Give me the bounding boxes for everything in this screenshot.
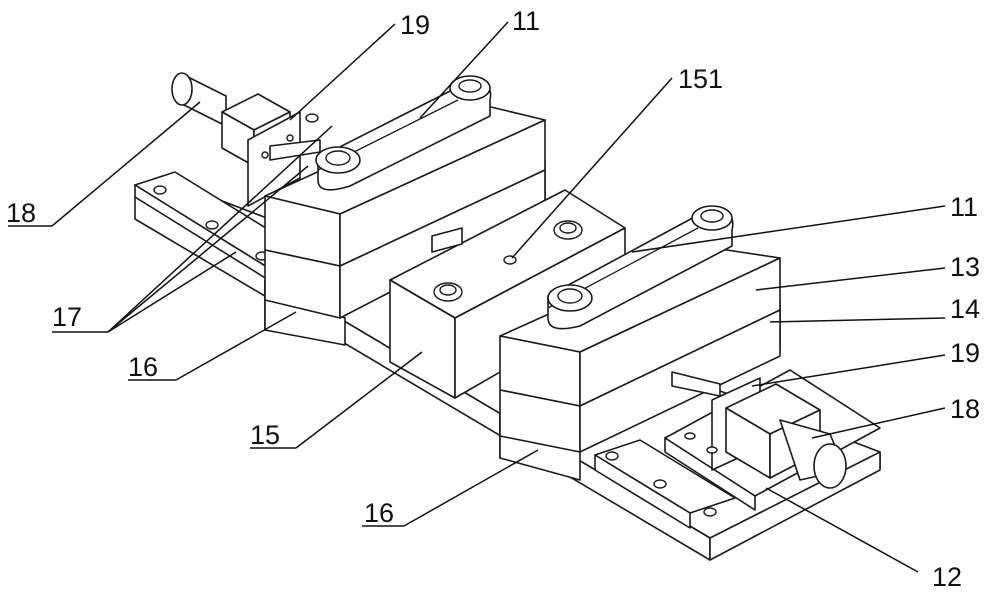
label-18-right: 18	[950, 394, 980, 424]
label-13: 13	[950, 252, 980, 282]
label-19-top: 19	[400, 10, 430, 40]
label-151: 151	[678, 64, 723, 94]
label-11-right: 11	[950, 192, 978, 222]
bolt-hole	[206, 221, 218, 229]
bracket-hole	[262, 152, 268, 158]
bracket-hole	[287, 135, 293, 141]
label-12: 12	[932, 562, 962, 592]
label-14: 14	[950, 294, 980, 324]
bolt-hole	[306, 114, 318, 122]
label-16-bottom: 16	[364, 498, 394, 528]
label-19-right: 19	[950, 338, 980, 368]
bolt-hole	[606, 452, 618, 460]
label-11-top: 11	[512, 6, 540, 36]
leader-19-right	[752, 355, 945, 386]
leader-16-bottom	[404, 450, 538, 526]
leader-16-left	[176, 312, 296, 380]
leader-19-top	[290, 24, 395, 120]
leader-17a	[108, 252, 236, 332]
leader-14	[770, 318, 945, 322]
label-15: 15	[250, 420, 280, 450]
leader-13	[756, 268, 945, 290]
bolt-hole	[654, 480, 666, 488]
label-18-left: 18	[6, 198, 36, 228]
leader-12	[766, 488, 918, 572]
leader-15	[296, 352, 422, 448]
label-16-left: 16	[128, 352, 158, 382]
bolt-hole	[704, 508, 716, 516]
bolt-hole	[154, 186, 166, 194]
label-17: 17	[52, 302, 82, 332]
